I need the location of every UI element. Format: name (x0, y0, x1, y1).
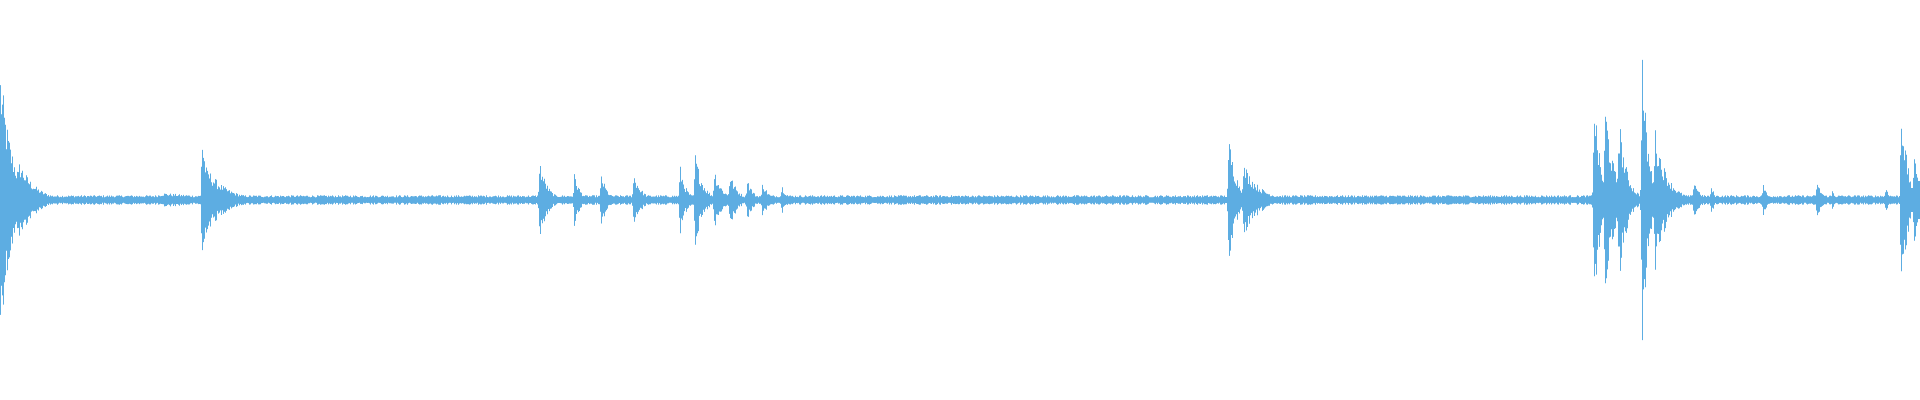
waveform-path (0, 59, 1920, 341)
waveform-bars (0, 59, 1920, 341)
